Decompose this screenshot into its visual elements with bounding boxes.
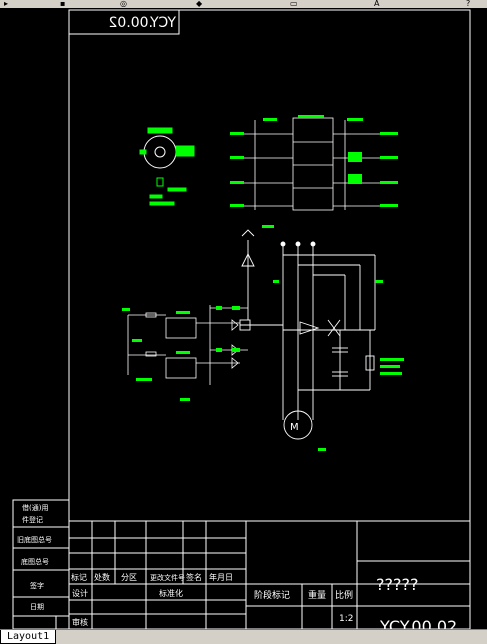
side-label: 旧底图总号 — [17, 535, 52, 544]
driver-labels — [122, 306, 240, 381]
help-icon[interactable]: ? — [466, 0, 471, 8]
product-name: ????? — [376, 575, 418, 594]
tab-layout1[interactable]: Layout1 — [0, 630, 57, 644]
cad-drawing: YCY.00.02 借(通)用 件登记 旧底图总号 底图总号 签字 日期 — [12, 9, 471, 636]
optocoupler-array — [230, 117, 380, 211]
drawing-frame — [68, 9, 471, 630]
magnifier-icon[interactable]: ◎ — [120, 0, 127, 8]
view-icon[interactable]: ▪ — [60, 0, 66, 8]
rev-header: 处数 — [94, 572, 110, 582]
rev-header: 标记 — [71, 572, 87, 582]
role-label: 标准化 — [159, 588, 183, 598]
layer-icon[interactable]: ◆ — [196, 0, 203, 8]
weight-label: 重量 — [308, 589, 326, 601]
svg-text:M: M — [290, 422, 299, 433]
rev-header: 分区 — [121, 573, 137, 582]
mirrored-title: YCY.00.02 — [108, 15, 177, 31]
side-label: 件登记 — [22, 515, 43, 524]
side-label: 借(通)用 — [22, 503, 48, 512]
rev-header: 更改文件号 — [150, 573, 185, 582]
optocoupler-labels — [230, 115, 398, 207]
power-labels — [180, 225, 404, 451]
side-label: 日期 — [30, 603, 44, 611]
sensor-symbol — [139, 127, 195, 206]
title-block-text: 标记 处数 分区 更改文件号 签名 年月日 设计 标准化 审核 阶段标记 重量 … — [71, 572, 457, 636]
power-circuit: M — [239, 229, 376, 440]
role-label: 审核 — [72, 617, 88, 627]
side-label: 签字 — [30, 581, 44, 590]
mirrored-title-box — [68, 9, 180, 35]
rev-header: 签名 — [186, 572, 202, 582]
arrow-icon[interactable]: ▸ — [4, 0, 9, 8]
side-label: 底图总号 — [21, 557, 49, 566]
scale-value: 1:2 — [339, 614, 353, 624]
title-block — [69, 520, 470, 629]
text-style-icon[interactable]: A — [374, 0, 380, 8]
drawing-canvas[interactable]: YCY.00.02 借(通)用 件登记 旧底图总号 底图总号 签字 日期 — [0, 8, 487, 636]
side-block-labels: 借(通)用 件登记 旧底图总号 底图总号 签字 日期 — [17, 503, 52, 611]
stage-label: 阶段标记 — [254, 589, 290, 601]
layout-tabbar: Layout1 — [0, 629, 487, 644]
scale-label: 比例 — [335, 589, 353, 601]
driver-circuit — [127, 305, 248, 385]
role-label: 设计 — [72, 588, 88, 598]
rev-header: 年月日 — [209, 572, 233, 582]
window-icon[interactable]: ▭ — [290, 0, 298, 8]
